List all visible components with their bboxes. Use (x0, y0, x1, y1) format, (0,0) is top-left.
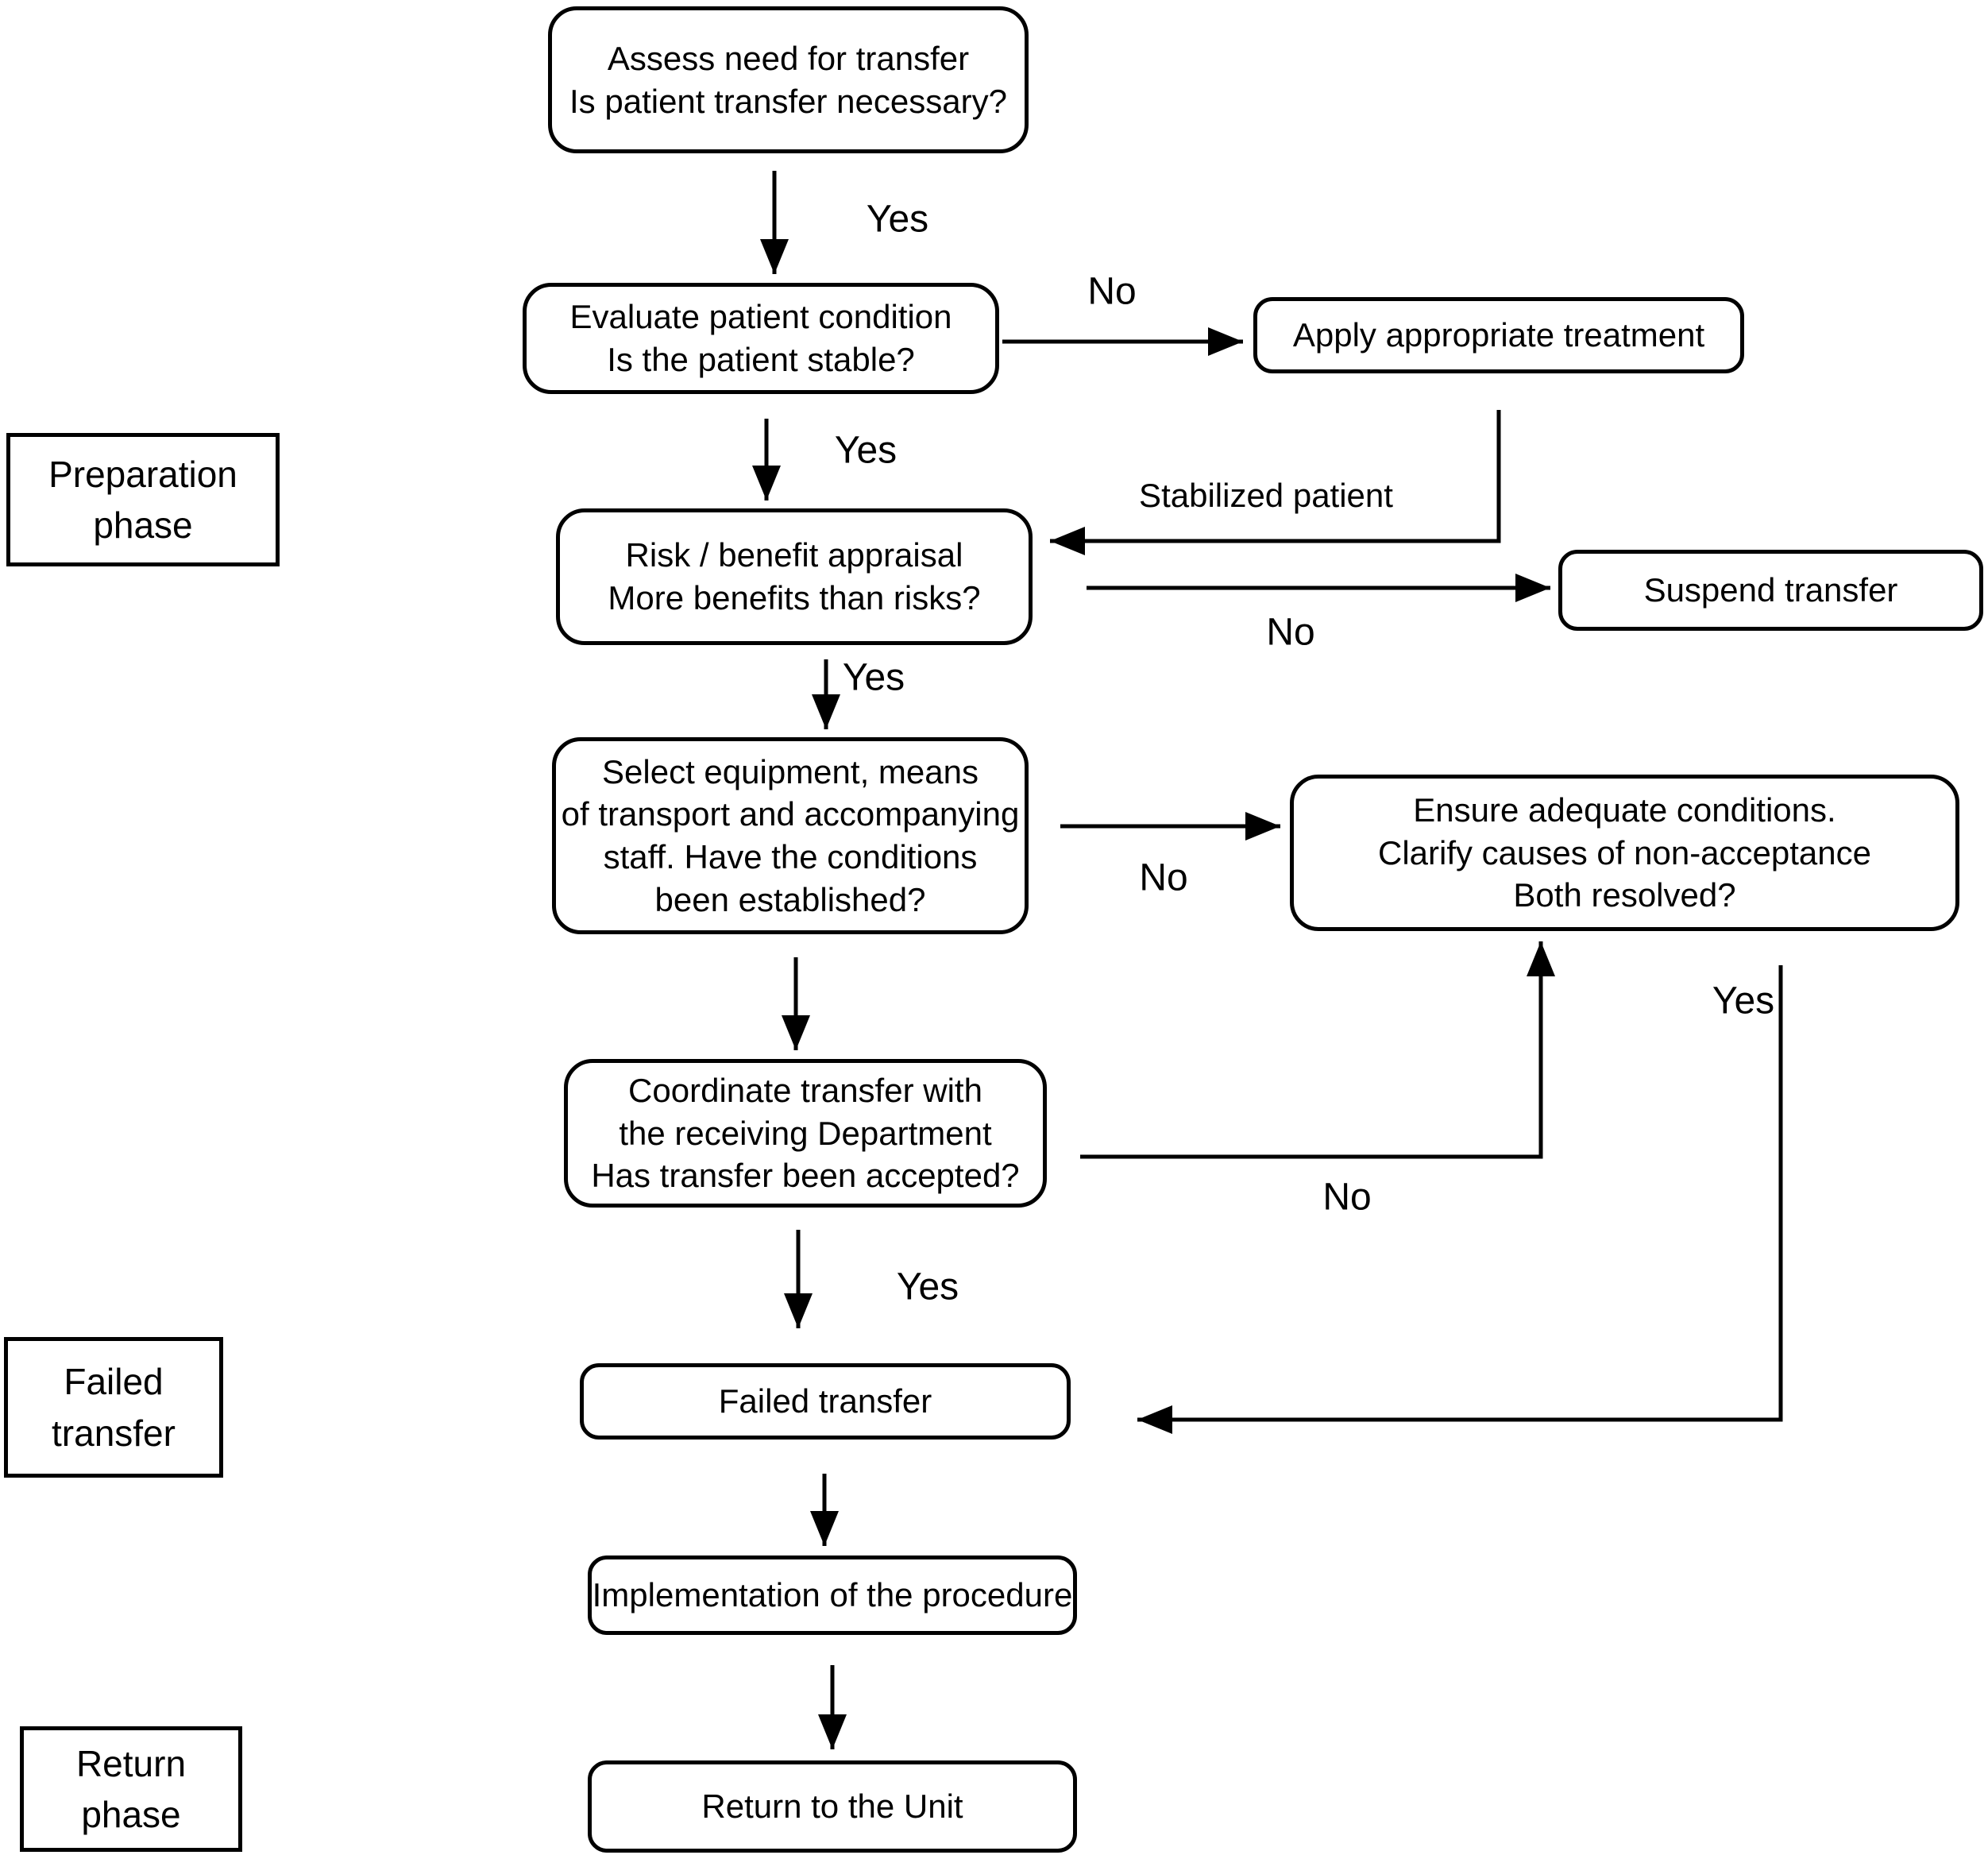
node-assess-need: Assess need for transfer Is patient tran… (548, 6, 1029, 153)
node-select-equipment: Select equipment, means of transport and… (552, 737, 1029, 934)
edge-label-no-evaluate: No (1087, 270, 1137, 313)
phase-label-preparation: Preparation phase (6, 433, 280, 566)
arrow-apply-stabilized-to-risk (1050, 410, 1501, 555)
node-failed-transfer: Failed transfer (580, 1363, 1071, 1440)
phase-label-return: Return phase (20, 1726, 242, 1852)
edge-label-yes-ensure: Yes (1712, 980, 1775, 1022)
arrow-coordinate-no-to-ensure (1080, 941, 1555, 1159)
edge-label-yes-select: Yes (896, 1266, 959, 1308)
node-ensure-conditions: Ensure adequate conditions. Clarify caus… (1290, 775, 1959, 931)
node-apply-treatment: Apply appropriate treatment (1253, 297, 1744, 373)
edge-label-no-select: No (1139, 856, 1188, 899)
arrow-ensure-yes-to-failed (1137, 965, 1783, 1434)
node-evaluate-condition: Evaluate patient condition Is the patien… (523, 283, 999, 394)
edge-label-stabilized-patient: Stabilized patient (1139, 477, 1393, 514)
node-coordinate-transfer: Coordinate transfer with the receiving D… (564, 1059, 1047, 1208)
node-return-to-unit: Return to the Unit (588, 1760, 1077, 1853)
node-suspend-transfer: Suspend transfer (1558, 550, 1983, 631)
edge-label-yes-risk: Yes (842, 656, 905, 699)
edge-label-yes-assess: Yes (866, 198, 929, 241)
edge-label-no-coordinate: No (1322, 1176, 1372, 1219)
edge-label-no-risk: No (1266, 611, 1315, 654)
node-implementation: Implementation of the procedure (588, 1555, 1077, 1635)
edge-label-yes-evaluate: Yes (834, 429, 897, 472)
node-risk-benefit-appraisal: Risk / benefit appraisal More benefits t… (556, 508, 1033, 645)
phase-label-failed-transfer: Failed transfer (4, 1337, 223, 1478)
